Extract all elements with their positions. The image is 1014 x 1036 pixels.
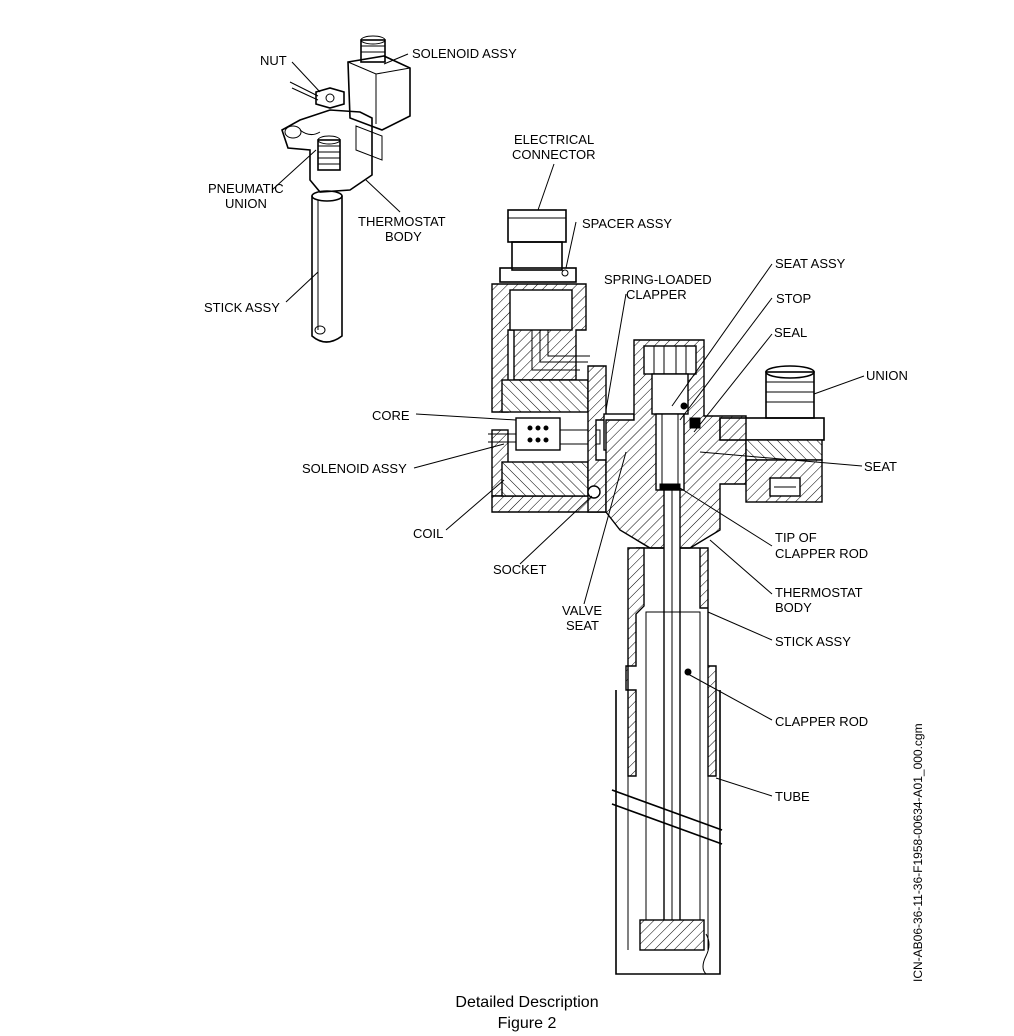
label-spring-loaded-clapper-1: SPRING-LOADED	[604, 272, 712, 287]
iso-nut	[315, 87, 345, 109]
label-spacer-assy: SPACER ASSY	[582, 216, 672, 231]
electrical-connector	[499, 209, 577, 283]
iso-thermostat-body	[281, 109, 373, 193]
section-view	[488, 209, 825, 975]
label-union: UNION	[866, 368, 908, 383]
leader-lines	[271, 53, 865, 797]
iso-solenoid	[347, 55, 411, 131]
label-stop: STOP	[776, 291, 811, 306]
label-solenoid-assy-top: SOLENOID ASSY	[412, 46, 517, 61]
core	[515, 417, 561, 451]
label-core: CORE	[372, 408, 410, 423]
label-stick-assy: STICK ASSY	[775, 634, 851, 649]
caption-figure-number: Figure 2	[497, 1015, 557, 1032]
label-thermostat-body-top-1: THERMOSTAT	[358, 214, 446, 229]
iso-stick-tube	[311, 196, 343, 343]
label-pneumatic-union-1: PNEUMATIC	[208, 181, 284, 196]
iso-pneumatic-union	[317, 139, 341, 171]
callout-labels: NUT SOLENOID ASSY PNEUMATIC UNION THERMO…	[204, 46, 925, 982]
label-spring-loaded-clapper-2: CLAPPER	[626, 287, 687, 302]
socket-ring	[587, 485, 601, 499]
isometric-view	[281, 35, 411, 343]
label-coil: COIL	[413, 526, 443, 541]
label-socket: SOCKET	[493, 562, 547, 577]
coil-lower	[501, 461, 589, 497]
label-electrical-connector-1: ELECTRICAL	[514, 132, 594, 147]
thermostat-body	[605, 339, 747, 549]
label-thermostat-body-1: THERMOSTAT	[775, 585, 863, 600]
figure-id: ICN-AB06-36-11-36-F1958-00634-A01_000.cg…	[911, 723, 925, 982]
label-pneumatic-union-2: UNION	[225, 196, 267, 211]
label-valve-seat-2: SEAT	[566, 618, 599, 633]
label-tip-of-clapper-rod-1: TIP OF	[775, 530, 817, 545]
solenoid-housing	[488, 283, 635, 513]
label-tube: TUBE	[775, 789, 810, 804]
label-seat-assy: SEAT ASSY	[775, 256, 846, 271]
coil-upper	[501, 379, 589, 413]
label-seal: SEAL	[774, 325, 807, 340]
stick-assy	[611, 489, 723, 975]
label-stick-assy-top: STICK ASSY	[204, 300, 280, 315]
label-seat: SEAT	[864, 459, 897, 474]
label-valve-seat-1: VALVE	[562, 603, 602, 618]
caption-title: Detailed Description	[455, 994, 599, 1011]
label-electrical-connector-2: CONNECTOR	[512, 147, 596, 162]
union	[719, 365, 825, 503]
label-thermostat-body-2: BODY	[775, 600, 812, 615]
label-nut: NUT	[260, 53, 287, 68]
label-clapper-rod: CLAPPER ROD	[775, 714, 868, 729]
label-solenoid-assy: SOLENOID ASSY	[302, 461, 407, 476]
tube	[615, 690, 721, 975]
label-tip-of-clapper-rod-2: CLAPPER ROD	[775, 546, 868, 561]
label-thermostat-body-top-2: BODY	[385, 229, 422, 244]
